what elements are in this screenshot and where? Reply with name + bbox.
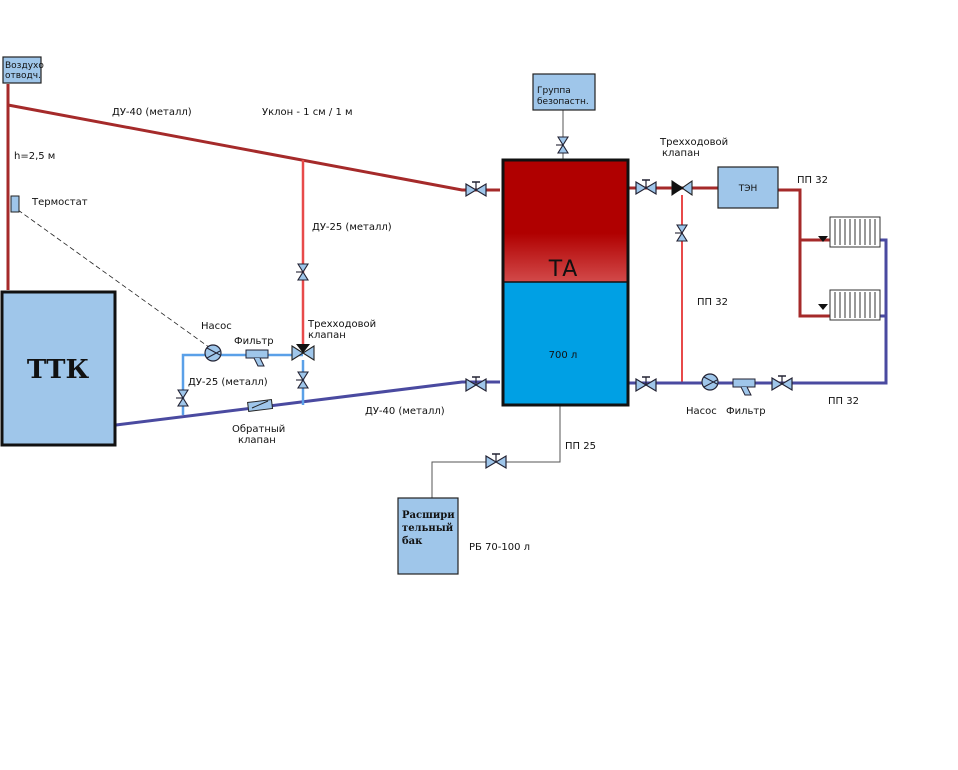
three-way-valve-left[interactable] bbox=[291, 344, 315, 362]
svg-text:Термостат: Термостат bbox=[31, 197, 88, 208]
tank-ta: ТА 700 л bbox=[501, 158, 630, 407]
valve-du25[interactable] bbox=[295, 263, 309, 281]
pump-left-icon[interactable] bbox=[204, 344, 222, 362]
air-vent: Воздухо отводч. bbox=[2, 56, 44, 84]
svg-text:Расшири: Расшири bbox=[402, 510, 455, 521]
valve-safety[interactable] bbox=[555, 136, 569, 154]
valve-tank-bottom-right[interactable] bbox=[635, 376, 657, 392]
supply-pipe-du40 bbox=[7, 103, 500, 192]
svg-text:ТТК: ТТК bbox=[27, 355, 90, 385]
svg-text:клапан: клапан bbox=[308, 330, 346, 341]
valve-tank-top-left[interactable] bbox=[465, 181, 487, 197]
svg-text:Воздухо: Воздухо bbox=[5, 61, 44, 71]
svg-text:бак: бак bbox=[402, 536, 423, 547]
radiator-bottom bbox=[829, 289, 881, 321]
three-way-valve-right[interactable] bbox=[671, 179, 693, 197]
filter-left-label: Фильтр bbox=[234, 336, 274, 347]
pump-right-icon[interactable] bbox=[701, 373, 719, 391]
valve-left-bottom[interactable] bbox=[295, 371, 309, 389]
du25-mid-label: ДУ-25 (металл) bbox=[312, 222, 392, 233]
pp32-mid-label: ПП 32 bbox=[697, 297, 728, 308]
svg-text:клапан: клапан bbox=[662, 148, 700, 159]
expansion-tank: Расшири тельный бак bbox=[397, 497, 459, 575]
pp25-label: ПП 25 bbox=[565, 441, 596, 452]
three-way-left-label: Трехходовой bbox=[307, 319, 376, 330]
svg-text:тельный: тельный bbox=[402, 523, 454, 534]
pp32-top-label: ПП 32 bbox=[797, 175, 828, 186]
svg-text:безопастн.: безопастн. bbox=[537, 97, 589, 107]
du25-left-label: ДУ-25 (металл) bbox=[188, 377, 268, 388]
valve-tank-bottom-left[interactable] bbox=[465, 376, 487, 392]
height-label: h=2,5 м bbox=[14, 151, 55, 162]
filter-right-icon[interactable] bbox=[732, 378, 756, 396]
rb-label: РБ 70-100 л bbox=[469, 542, 530, 553]
boiler-ttk: ТТК bbox=[0, 290, 117, 447]
return-pipe-du40 bbox=[115, 380, 500, 427]
du40-top-label: ДУ-40 (металл) bbox=[112, 107, 192, 118]
svg-text:отводч.: отводч. bbox=[5, 71, 41, 81]
heater-ten: ТЭН bbox=[717, 166, 779, 209]
check-valve bbox=[247, 399, 274, 412]
slope-label: Уклон - 1 см / 1 м bbox=[262, 107, 353, 118]
valve-expansion[interactable] bbox=[485, 453, 507, 469]
du40-bottom-label: ДУ-40 (металл) bbox=[365, 406, 445, 417]
svg-text:ТА: ТА bbox=[548, 257, 578, 282]
filter-right-label: Фильтр bbox=[726, 406, 766, 417]
filter-left-icon[interactable] bbox=[245, 349, 269, 367]
svg-text:клапан: клапан bbox=[238, 435, 276, 446]
svg-text:Группа: Группа bbox=[537, 86, 571, 96]
valve-right-bypass[interactable] bbox=[674, 224, 688, 242]
pump-left-label: Насос bbox=[201, 321, 232, 332]
pipes bbox=[6, 84, 888, 500]
three-way-right-label: Трехходовой bbox=[659, 137, 728, 148]
valve-pump-loop[interactable] bbox=[175, 389, 189, 407]
radiator-valve-icon bbox=[818, 236, 828, 242]
svg-text:700 л: 700 л bbox=[549, 350, 578, 361]
pp32-bottom-label: ПП 32 bbox=[828, 396, 859, 407]
radiator-top bbox=[829, 216, 881, 248]
radiator-valve-icon bbox=[818, 304, 828, 310]
valve-tank-top-right[interactable] bbox=[635, 179, 657, 195]
valve-right-return[interactable] bbox=[771, 375, 793, 391]
safety-group: Группа безопастн. bbox=[532, 73, 596, 111]
expansion-pipe bbox=[431, 405, 561, 500]
svg-text:ТЭН: ТЭН bbox=[738, 184, 758, 194]
thermostat: Термостат bbox=[10, 195, 88, 213]
check-valve-label: Обратный bbox=[232, 424, 285, 435]
pump-right-label: Насос bbox=[686, 406, 717, 417]
